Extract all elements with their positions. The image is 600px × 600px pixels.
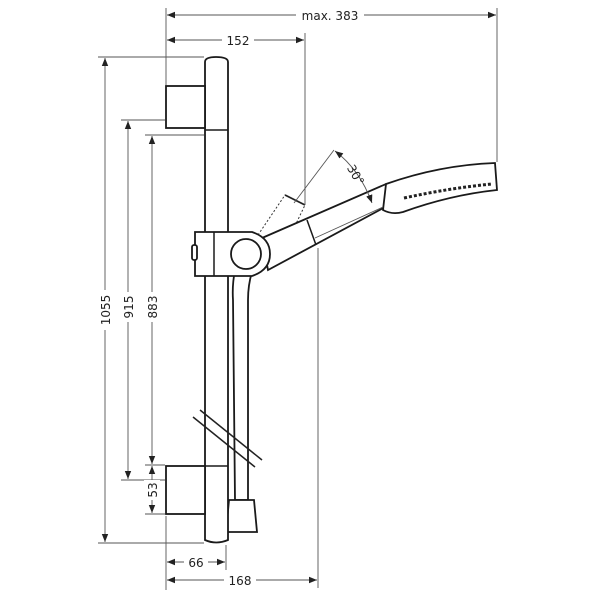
handshower-handle (260, 182, 404, 272)
label-168: 168 (229, 574, 252, 588)
label-53: 53 (146, 482, 160, 497)
slider-knob (230, 238, 262, 270)
label-66: 66 (188, 556, 203, 570)
label-max-width: max. 383 (302, 9, 359, 23)
label-883: 883 (146, 296, 160, 319)
lower-wall-bracket (165, 465, 206, 515)
label-1055: 1055 (99, 295, 113, 326)
hose (231, 269, 254, 501)
product-outline (165, 56, 498, 544)
rail (204, 56, 229, 544)
alternate-position-outline (257, 194, 306, 236)
label-152: 152 (227, 34, 250, 48)
dimension-labels: max. 383 152 1055 915 883 53 66 168 30° (97, 7, 367, 588)
label-915: 915 (122, 296, 136, 319)
hose-connector (225, 499, 258, 533)
upper-wall-bracket (165, 85, 206, 129)
handshower-head (382, 162, 498, 215)
